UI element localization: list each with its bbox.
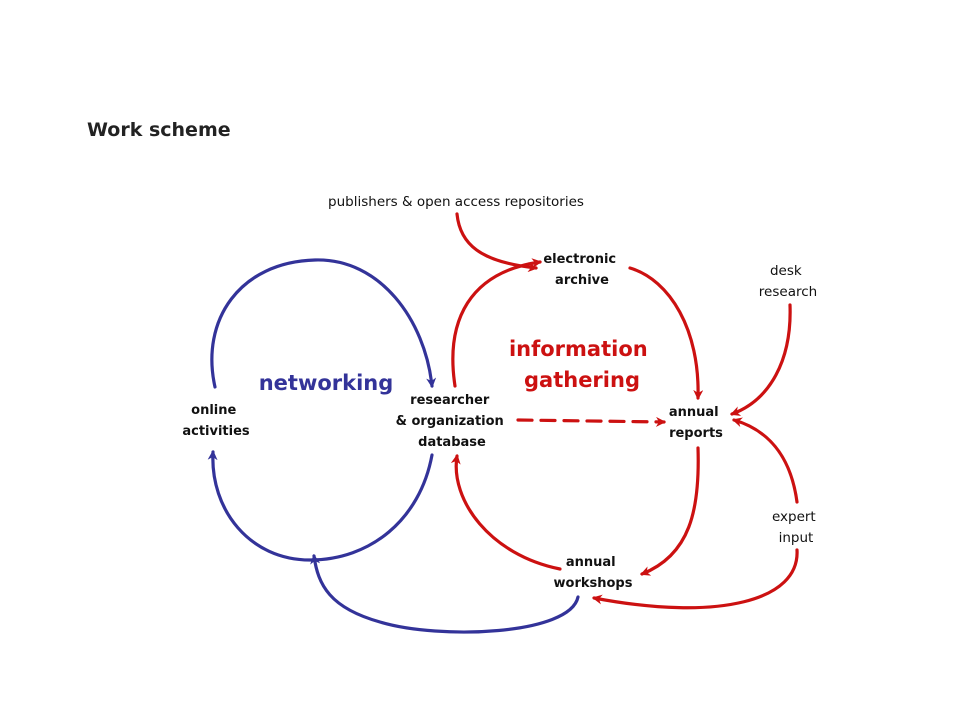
node-electronic-archive: electronic archive <box>543 252 620 288</box>
node-publishers: publishers & open access repositories <box>328 194 584 210</box>
node-publishers-line: publishers & open access repositories <box>328 194 584 210</box>
node-electronic-archive-line: electronic <box>543 252 616 267</box>
node-annual-workshops: annual workshops <box>554 555 633 591</box>
edge-online-activities-to-researcher-db <box>210 258 437 389</box>
edge-researcher-db-to-electronic-archive <box>451 258 542 388</box>
page-title: Work scheme <box>87 119 231 141</box>
node-annual-workshops-line: annual <box>566 555 616 570</box>
edge-publishers-to-electronic-archive <box>455 212 538 273</box>
node-researcher-db-line: & organization <box>396 414 504 429</box>
label-information-gathering: information gathering <box>509 337 655 392</box>
node-online-activities-line: activities <box>182 424 250 439</box>
node-expert-input-line: expert <box>772 509 816 525</box>
edge-annual-workshops-to-online-activities <box>310 554 580 634</box>
edge-expert-input-to-annual-workshops <box>592 548 799 610</box>
label-information-gathering-line: information <box>509 337 648 361</box>
edge-expert-input-to-annual-reports <box>732 417 799 504</box>
edge-desk-research-to-annual-reports <box>730 303 792 416</box>
node-annual-reports-line: reports <box>669 426 723 441</box>
label-information-gathering-line: gathering <box>524 368 640 392</box>
node-researcher-db-line: researcher <box>410 393 490 408</box>
node-electronic-archive-line: archive <box>555 273 609 288</box>
label-networking: networking <box>259 371 394 395</box>
node-researcher-db: researcher & organization database <box>396 393 509 450</box>
node-expert-input-line: input <box>779 530 814 546</box>
node-online-activities: online activities <box>182 403 250 439</box>
node-online-activities-line: online <box>191 403 236 418</box>
node-desk-research-line: research <box>759 284 817 300</box>
edge-electronic-archive-to-annual-reports <box>628 266 704 400</box>
node-annual-workshops-line: workshops <box>554 576 633 591</box>
node-researcher-db-line: database <box>418 435 486 450</box>
node-desk-research: desk research <box>759 263 817 300</box>
edge-researcher-db-to-annual-reports-dashed <box>516 416 666 427</box>
node-annual-reports: annual reports <box>669 405 723 441</box>
node-desk-research-line: desk <box>770 263 802 279</box>
node-expert-input: expert input <box>772 509 820 546</box>
edge-annual-workshops-to-researcher-db <box>450 454 562 571</box>
edge-researcher-db-to-online-activities <box>207 450 434 562</box>
node-annual-reports-line: annual <box>669 405 719 420</box>
edge-annual-reports-to-annual-workshops <box>640 446 700 576</box>
